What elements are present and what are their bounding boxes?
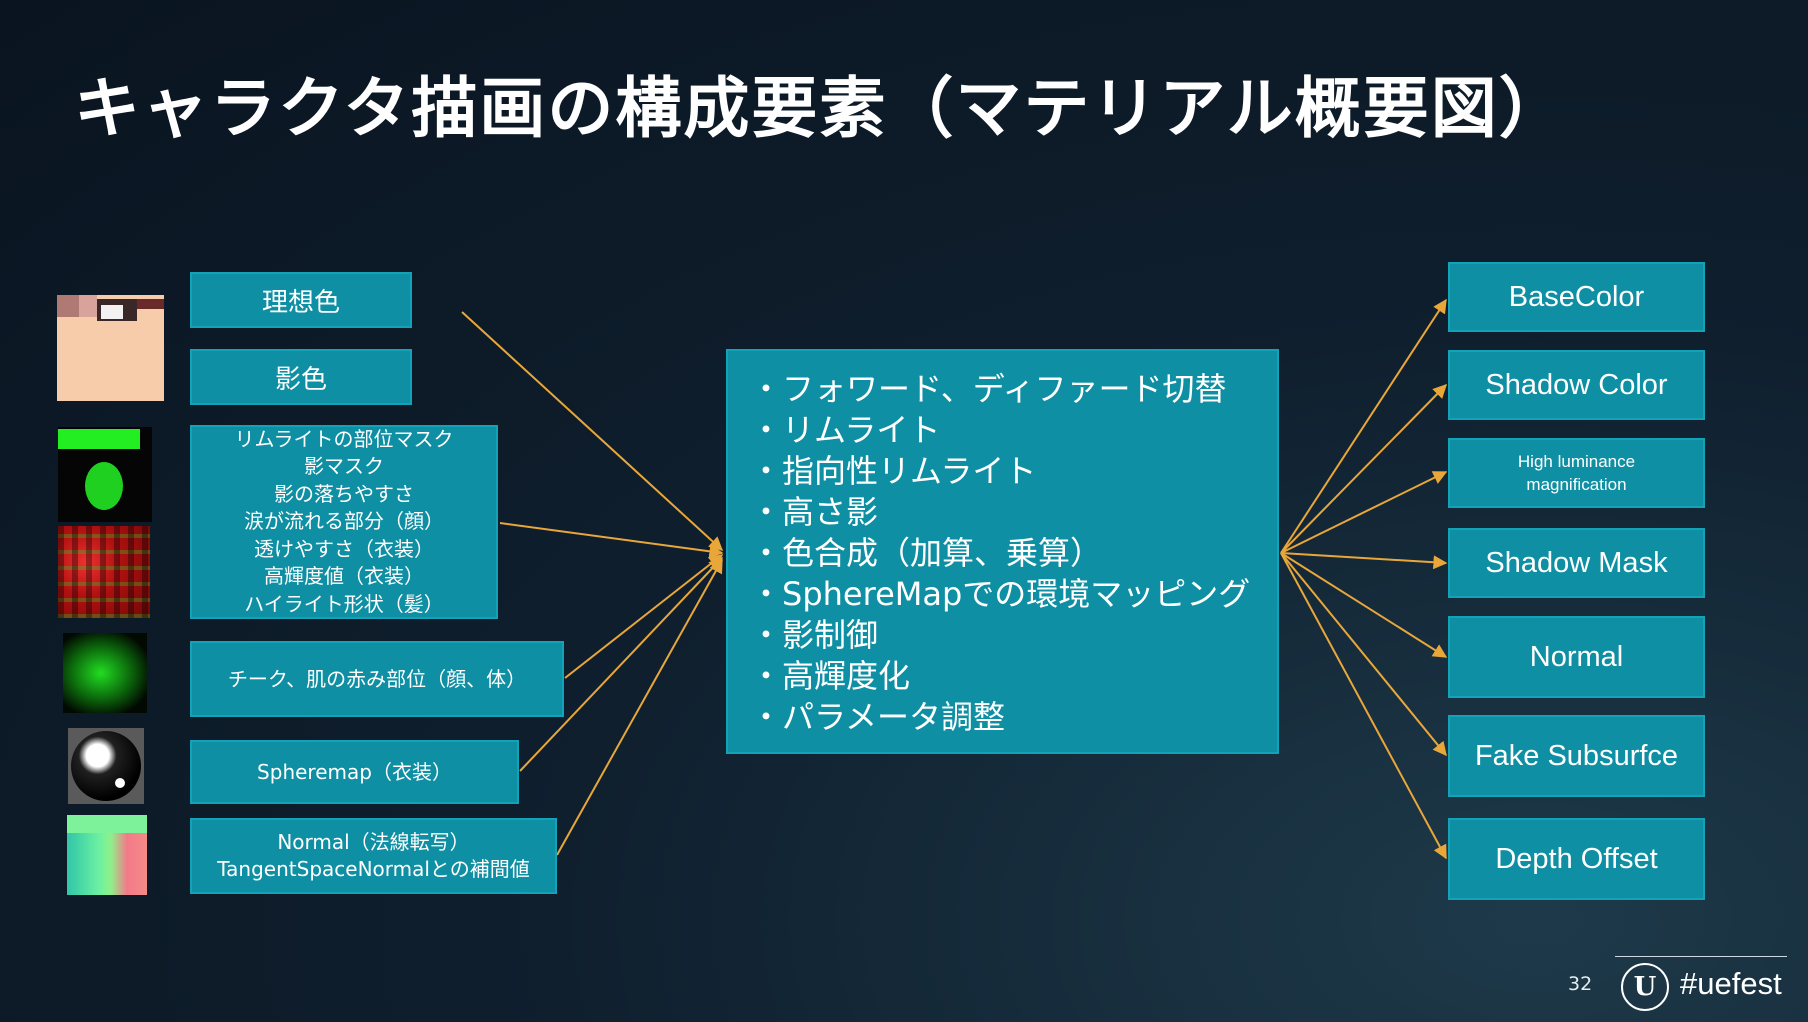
output-shadow-color: Shadow Color bbox=[1448, 350, 1705, 420]
input-ideal-color: 理想色 bbox=[190, 272, 412, 328]
ue-fest-logo-letter: U bbox=[1633, 972, 1657, 1002]
process-item: 影制御 bbox=[750, 615, 1277, 656]
ue-fest-logo-icon: U bbox=[1621, 963, 1669, 1011]
output-shadow-mask-label: Shadow Mask bbox=[1485, 546, 1668, 579]
arrow-out-3 bbox=[1280, 471, 1448, 554]
output-basecolor: BaseColor bbox=[1448, 262, 1705, 332]
output-high-luminance-line: magnification bbox=[1526, 475, 1627, 494]
input-mask-line: 涙が流れる部分（顔） bbox=[244, 509, 444, 534]
input-mask-line: 高輝度値（衣装） bbox=[264, 564, 424, 589]
output-depth-offset: Depth Offset bbox=[1448, 818, 1705, 900]
input-normal: Normal（法線転写） TangentSpaceNormalとの補間値 bbox=[190, 818, 557, 894]
process-item: パラメータ調整 bbox=[750, 697, 1277, 738]
arrow-out-4 bbox=[1280, 552, 1448, 570]
rim-mask-texture-thumbnail bbox=[58, 427, 152, 522]
input-spheremap: Spheremap（衣装） bbox=[190, 740, 519, 804]
input-mask-line: 影マスク bbox=[304, 454, 384, 479]
arrow-in-6 bbox=[556, 558, 723, 856]
input-mask-line: 影の落ちやすさ bbox=[274, 481, 414, 506]
input-spheremap-label: Spheremap（衣装） bbox=[257, 759, 452, 784]
output-shadow-mask: Shadow Mask bbox=[1448, 528, 1705, 598]
output-normal-label: Normal bbox=[1529, 640, 1624, 673]
arrow-out-2 bbox=[1280, 384, 1447, 554]
output-high-luminance: High luminance magnification bbox=[1448, 438, 1705, 508]
arrow-in-5 bbox=[519, 556, 723, 772]
input-shadow-color-label: 影色 bbox=[274, 364, 327, 395]
arrow-out-6 bbox=[1280, 552, 1447, 757]
input-mask-line: ハイライト形状（髪） bbox=[244, 591, 444, 616]
slide-title: キャラクタ描画の構成要素（マテリアル概要図） bbox=[74, 70, 1567, 147]
input-normal-line: TangentSpaceNormalとの補間値 bbox=[217, 857, 530, 881]
arrow-in-1 bbox=[461, 311, 724, 551]
output-shadow-color-label: Shadow Color bbox=[1485, 368, 1668, 401]
process-item: フォワード、ディファード切替 bbox=[750, 369, 1277, 410]
footer-divider bbox=[1615, 956, 1787, 957]
input-mask-line: 透けやすさ（衣装） bbox=[254, 536, 434, 561]
output-basecolor-label: BaseColor bbox=[1508, 280, 1645, 313]
normal-texture-thumbnail bbox=[67, 815, 147, 895]
output-normal: Normal bbox=[1448, 616, 1705, 698]
arrow-out-1 bbox=[1280, 298, 1447, 554]
output-depth-offset-label: Depth Offset bbox=[1495, 842, 1658, 875]
input-cheek: チーク、肌の赤み部位（顔、体） bbox=[190, 641, 564, 717]
cheek-mask-texture-thumbnail bbox=[63, 633, 147, 713]
skin-color-texture-thumbnail bbox=[57, 295, 164, 401]
process-item: 高さ影 bbox=[750, 492, 1277, 533]
hashtag: #uefest bbox=[1680, 966, 1782, 1001]
input-shadow-color: 影色 bbox=[190, 349, 412, 405]
process-item: 指向性リムライト bbox=[750, 451, 1277, 492]
output-high-luminance-line: High luminance bbox=[1517, 452, 1636, 471]
page-number: 32 bbox=[1568, 973, 1593, 995]
input-ideal-color-label: 理想色 bbox=[261, 287, 340, 318]
arrow-out-7 bbox=[1280, 552, 1447, 860]
process-item: 高輝度化 bbox=[750, 656, 1277, 697]
shadow-mask-texture-thumbnail bbox=[58, 526, 150, 618]
material-process-box: フォワード、ディファード切替 リムライト 指向性リムライト 高さ影 色合成（加算… bbox=[726, 349, 1279, 754]
input-mask-line: リムライトの部位マスク bbox=[234, 426, 454, 451]
input-cheek-label: チーク、肌の赤み部位（顔、体） bbox=[227, 666, 527, 691]
input-normal-line: Normal（法線転写） bbox=[277, 830, 470, 854]
spheremap-texture-thumbnail bbox=[68, 728, 144, 804]
arrow-out-5 bbox=[1280, 552, 1448, 658]
process-list: フォワード、ディファード切替 リムライト 指向性リムライト 高さ影 色合成（加算… bbox=[750, 369, 1277, 738]
process-item: SphereMapでの環境マッピング bbox=[750, 574, 1277, 615]
output-fake-subsurface-label: Fake Subsurfce bbox=[1474, 739, 1679, 772]
process-item: リムライト bbox=[750, 410, 1277, 451]
process-item: 色合成（加算、乗算） bbox=[750, 533, 1277, 574]
arrow-in-3 bbox=[499, 522, 724, 559]
output-fake-subsurface: Fake Subsurfce bbox=[1448, 715, 1705, 797]
arrow-in-4 bbox=[564, 554, 724, 679]
input-mask-channels: リムライトの部位マスク 影マスク 影の落ちやすさ 涙が流れる部分（顔） 透けやす… bbox=[190, 425, 498, 619]
